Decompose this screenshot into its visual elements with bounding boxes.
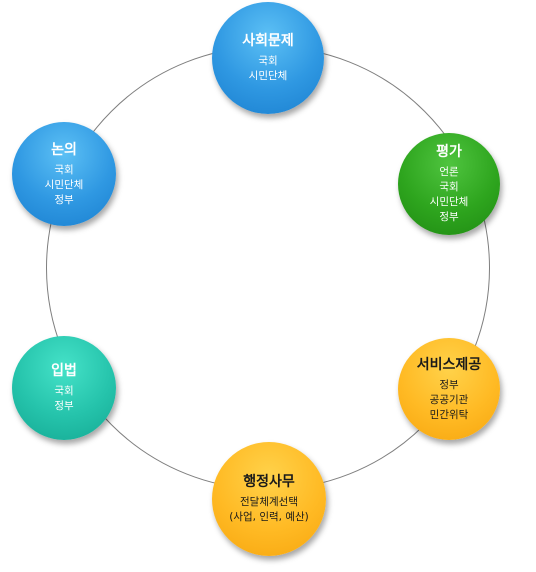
node-line: 시민단체 [44, 178, 84, 191]
node-discussion: 논의 국회 시민단체 정부 [12, 122, 116, 226]
node-evaluation: 평가 언론 국회 시민단체 정부 [398, 133, 500, 235]
node-line: (사업, 인력, 예산) [229, 511, 309, 523]
node-line: 전달체계선택 [240, 496, 298, 508]
node-social-problem: 사회문제 국회 시민단체 [212, 2, 324, 114]
node-line: 공공기관 [429, 393, 469, 406]
node-title: 서비스제공 [416, 356, 482, 373]
node-administration: 행정사무 전달체계선택 (사업, 인력, 예산) [212, 442, 326, 556]
node-line: 국회 [54, 385, 74, 397]
node-line: 시민단체 [429, 196, 469, 208]
node-line: 국회 [258, 55, 278, 67]
node-line: 정부 [439, 378, 459, 391]
node-line: 언론 [439, 166, 459, 178]
node-title: 사회문제 [242, 33, 294, 49]
node-line: 시민단체 [248, 70, 288, 82]
node-line: 국회 [54, 163, 74, 176]
node-line: 국회 [439, 181, 459, 193]
node-line: 정부 [54, 400, 74, 412]
node-service-provision: 서비스제공 정부 공공기관 민간위탁 [398, 338, 500, 440]
node-title: 행정사무 [243, 474, 295, 490]
node-title: 입법 [51, 363, 77, 379]
node-title: 논의 [51, 141, 77, 158]
node-title: 평가 [436, 144, 462, 160]
node-line: 정부 [439, 211, 459, 223]
node-line: 정부 [54, 193, 74, 206]
node-legislation: 입법 국회 정부 [12, 336, 116, 440]
node-line: 민간위탁 [429, 408, 469, 421]
